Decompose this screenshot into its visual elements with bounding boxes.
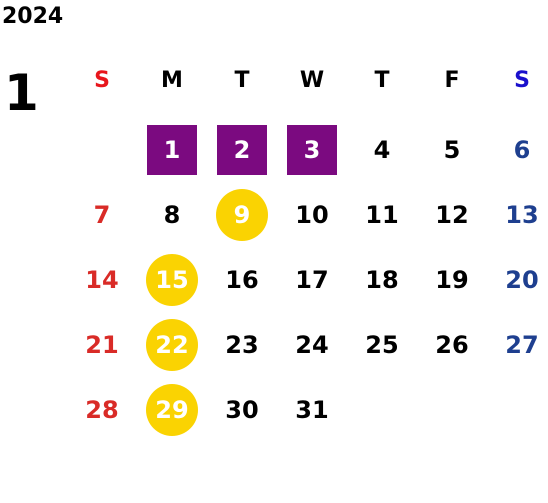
- day-number: 27: [505, 331, 539, 359]
- weekday-header: M: [161, 68, 183, 93]
- day-number: 26: [435, 331, 469, 359]
- day-number: 11: [365, 201, 399, 229]
- day-cell[interactable]: 1: [137, 118, 207, 182]
- day-number-circled: 9: [216, 189, 268, 241]
- day-number: 25: [365, 331, 399, 359]
- day-cell[interactable]: 15: [137, 248, 207, 312]
- day-cell[interactable]: 17: [277, 248, 347, 312]
- day-cell[interactable]: 30: [207, 378, 277, 442]
- weekday-header: T: [234, 68, 250, 93]
- day-number: 23: [225, 331, 259, 359]
- day-cell[interactable]: 24: [277, 313, 347, 377]
- day-cell[interactable]: 5: [417, 118, 487, 182]
- day-cell[interactable]: 23: [207, 313, 277, 377]
- day-cell[interactable]: 8: [137, 183, 207, 247]
- day-cell[interactable]: 9: [207, 183, 277, 247]
- day-cell[interactable]: 29: [137, 378, 207, 442]
- day-cell[interactable]: 13: [487, 183, 548, 247]
- day-cell[interactable]: 28: [67, 378, 137, 442]
- day-number: 13: [505, 201, 539, 229]
- day-number: 4: [373, 136, 391, 164]
- day-number-circled: 22: [146, 319, 198, 371]
- day-number-circled: 29: [146, 384, 198, 436]
- weekday-header: S: [94, 68, 110, 93]
- day-cell[interactable]: 10: [277, 183, 347, 247]
- year-label: 2024: [2, 4, 64, 29]
- weekday-header: S: [514, 68, 530, 93]
- day-number: 20: [505, 266, 539, 294]
- weekday-header: W: [299, 68, 325, 93]
- day-number: 24: [295, 331, 329, 359]
- day-number: 19: [435, 266, 469, 294]
- day-cell[interactable]: 2: [207, 118, 277, 182]
- day-cell[interactable]: 20: [487, 248, 548, 312]
- weekday-header: F: [444, 68, 460, 93]
- day-number: 8: [163, 201, 181, 229]
- day-cell[interactable]: 7: [67, 183, 137, 247]
- day-number: 31: [295, 396, 329, 424]
- day-cell[interactable]: 6: [487, 118, 548, 182]
- day-number: 5: [443, 136, 461, 164]
- day-number: 30: [225, 396, 259, 424]
- day-cell[interactable]: 4: [347, 118, 417, 182]
- day-number: 7: [93, 201, 111, 229]
- day-number: 10: [295, 201, 329, 229]
- day-number-circled: 15: [146, 254, 198, 306]
- day-cell[interactable]: 31: [277, 378, 347, 442]
- day-cell[interactable]: 12: [417, 183, 487, 247]
- day-cell[interactable]: 27: [487, 313, 548, 377]
- day-number-highlighted: 3: [287, 125, 337, 175]
- day-cell[interactable]: 19: [417, 248, 487, 312]
- day-number-highlighted: 2: [217, 125, 267, 175]
- day-number: 17: [295, 266, 329, 294]
- day-cell[interactable]: 21: [67, 313, 137, 377]
- day-number: 16: [225, 266, 259, 294]
- day-number: 12: [435, 201, 469, 229]
- day-number-highlighted: 1: [147, 125, 197, 175]
- day-cell[interactable]: 3: [277, 118, 347, 182]
- day-number: 28: [85, 396, 119, 424]
- month-number: 1: [4, 64, 39, 122]
- weekday-header: T: [374, 68, 390, 93]
- day-cell[interactable]: 22: [137, 313, 207, 377]
- day-cell[interactable]: 14: [67, 248, 137, 312]
- day-number: 6: [513, 136, 531, 164]
- day-cell[interactable]: 26: [417, 313, 487, 377]
- day-number: 21: [85, 331, 119, 359]
- day-number: 14: [85, 266, 119, 294]
- day-cell[interactable]: 16: [207, 248, 277, 312]
- day-cell[interactable]: 18: [347, 248, 417, 312]
- day-cell[interactable]: 25: [347, 313, 417, 377]
- day-number: 18: [365, 266, 399, 294]
- day-cell[interactable]: 11: [347, 183, 417, 247]
